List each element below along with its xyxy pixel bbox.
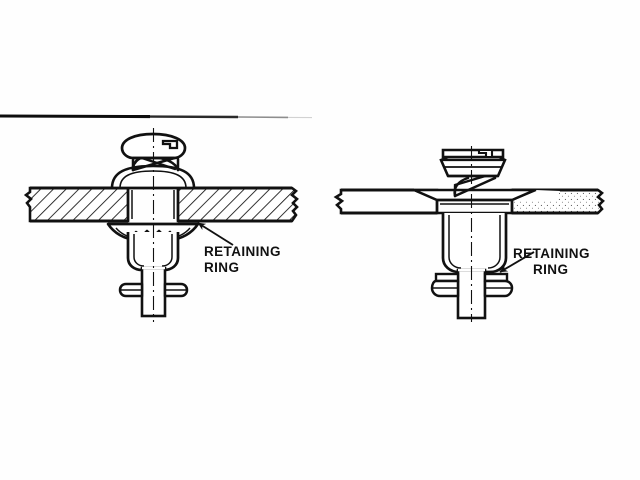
right-fastener-head xyxy=(439,148,507,178)
right-leader-line xyxy=(499,251,535,273)
left-leader-line xyxy=(197,222,234,246)
right-label-line2: RING xyxy=(533,262,568,277)
right-fastener-barrel xyxy=(441,213,508,274)
right-assembly: RETAINING RING xyxy=(333,146,605,322)
top-horizontal-rule xyxy=(0,114,313,119)
left-retaining-ring-callout: RETAINING RING xyxy=(197,222,281,275)
left-label-line1: RETAINING xyxy=(204,244,281,259)
left-cross-pin xyxy=(118,282,189,298)
right-retaining-ring-callout: RETAINING RING xyxy=(499,246,590,277)
right-cross-pin xyxy=(430,279,514,298)
left-assembly: RETAINING RING xyxy=(23,128,299,322)
right-label-line1: RETAINING xyxy=(513,246,590,261)
left-label-line2: RING xyxy=(204,260,239,275)
